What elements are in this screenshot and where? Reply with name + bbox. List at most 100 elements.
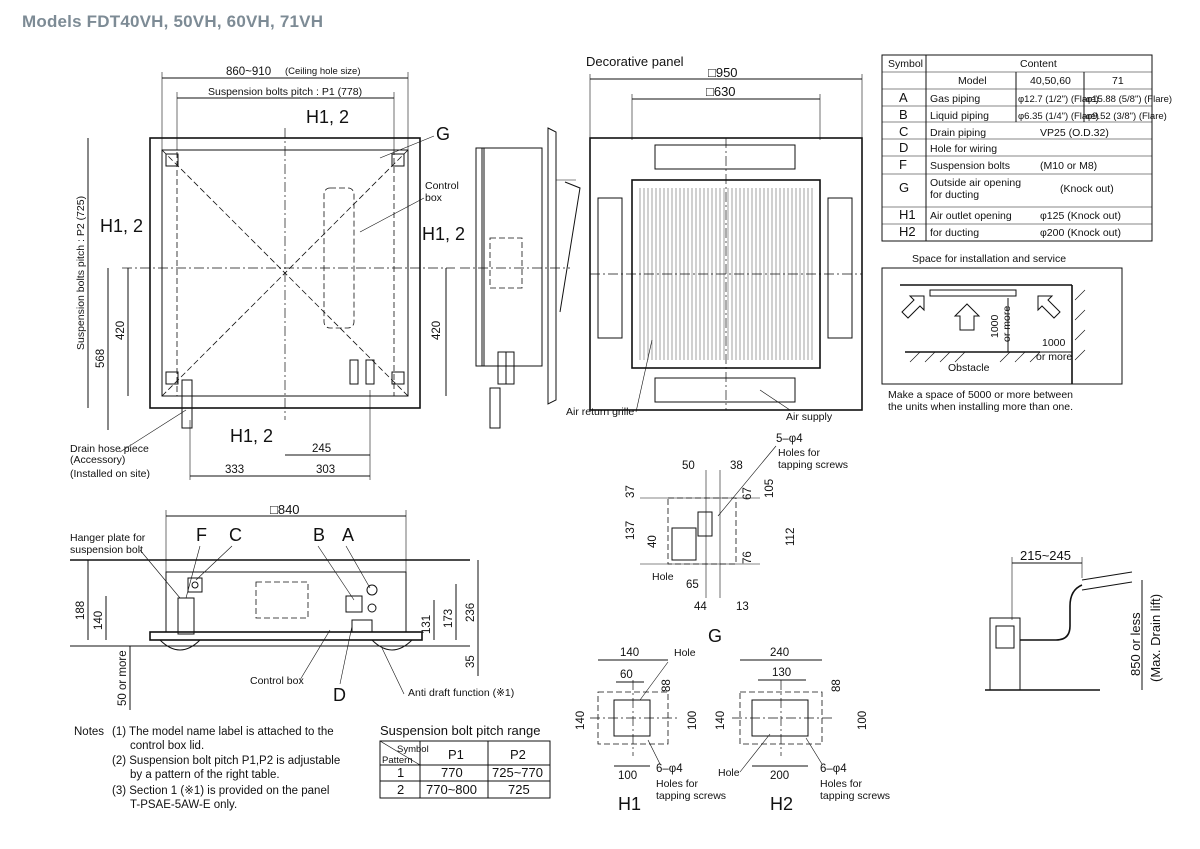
control-box-label: Control box: [250, 675, 304, 687]
table-row-symbol: G: [899, 180, 909, 195]
h1-dim-100v: 100: [687, 711, 699, 730]
h12-left: H1, 2: [100, 216, 143, 236]
dim-630: □630: [706, 84, 736, 99]
table-row-value: VP25 (O.D.32): [1040, 127, 1109, 139]
drain-lift: 215~245 850 or less (Max. Drain lift): [985, 548, 1163, 691]
table-model-label: Model: [958, 75, 987, 87]
side-section-view: [460, 127, 581, 429]
h12-top: H1, 2: [306, 107, 349, 127]
pitch-row-p1: 770: [441, 765, 463, 780]
table-row-label: Gas piping: [930, 93, 980, 105]
drain-hose-line2: (Accessory): [70, 454, 125, 466]
pitch-h-p2: P2: [510, 747, 526, 762]
dim-245: 245: [312, 443, 331, 455]
table-row-value: φ200 (Knock out): [1040, 227, 1121, 239]
dim-173: 173: [443, 609, 455, 628]
hanger-line1: Hanger plate for: [70, 532, 146, 544]
dim-568: 568: [95, 349, 107, 368]
g-holes-line1: 5–φ4: [776, 433, 803, 445]
p2-label: Suspension bolts pitch : P2 (725): [75, 196, 87, 350]
pitch-h-pattern: Pattern: [382, 755, 413, 766]
table-row-value-b: φ9.52 (3/8") (Flare): [1086, 111, 1167, 122]
pitch-row-p2: 725: [508, 782, 530, 797]
h1-detail-label: H1: [618, 794, 641, 814]
h2-dim-200: 200: [770, 770, 789, 782]
h1-dim-100b: 100: [618, 770, 637, 782]
h1-holes-line2: Holes for: [656, 778, 699, 790]
table-header-symbol: Symbol: [888, 58, 923, 70]
hatching: [909, 289, 1086, 363]
table-row-label: Air outlet opening: [930, 210, 1012, 222]
g-dim-112: 112: [785, 528, 797, 546]
control-box-line2: box: [425, 192, 443, 204]
table-row-label: Liquid piping: [930, 110, 989, 122]
h2-holes-line2: Holes for: [820, 778, 863, 790]
table-row-label: for ducting: [930, 189, 979, 201]
service-or-more-b: or more: [1036, 351, 1072, 363]
h12-right: H1, 2: [422, 224, 465, 244]
table-model-a: 40,50,60: [1030, 75, 1071, 87]
h1-holes-line3: tapping screws: [656, 790, 726, 802]
table-row-label: Suspension bolts: [930, 160, 1010, 172]
service-note2: the units when installing more than one.: [888, 401, 1073, 413]
pitch-h-symbol: Symbol: [397, 744, 429, 755]
detail-h2: 240 130 140 88 100 200 Hole 6–φ4 Holes f…: [715, 647, 890, 814]
g-holes-line2: Holes for: [778, 447, 821, 459]
top-view: 860~910 (Ceiling hole size) Suspension b…: [70, 66, 465, 480]
table-row-symbol: D: [899, 140, 908, 155]
h1-dim-140: 140: [620, 647, 639, 659]
h2-hole-label: Hole: [718, 767, 740, 779]
h2-holes-line1: 6–φ4: [820, 763, 847, 775]
table-row-value: (M10 or M8): [1040, 160, 1097, 172]
g-holes-line3: tapping screws: [778, 459, 848, 471]
g-dim-13: 13: [736, 601, 749, 613]
dim-131: 131: [421, 615, 433, 634]
table-row-label: Hole for wiring: [930, 143, 997, 155]
g-dim-65: 65: [686, 579, 699, 591]
g-dim-44: 44: [694, 601, 707, 613]
table-row-symbol: C: [899, 124, 908, 139]
note3b: T-PSAE-5AW-E only.: [130, 799, 237, 811]
h1-dim-88: 88: [661, 679, 673, 692]
table-model-b: 71: [1112, 75, 1124, 87]
pitch-table: Suspension bolt pitch range Symbol Patte…: [379, 723, 551, 799]
drain-hose-line3: (Installed on site): [70, 468, 150, 480]
dim-236: 236: [465, 603, 477, 622]
notes: Notes (1) The model name label is attach…: [74, 726, 340, 811]
service-title: Space for installation and service: [912, 253, 1066, 265]
pitch-row-p2: 725~770: [492, 765, 543, 780]
service-note1: Make a space of 5000 or more between: [888, 389, 1073, 401]
dim-50-or-more: 50 or more: [117, 650, 129, 706]
obstacle-label: Obstacle: [948, 362, 990, 374]
g-dim-105: 105: [764, 479, 776, 498]
ceiling-hole-dim: 860~910: [226, 66, 271, 78]
g-dim-37: 37: [625, 485, 637, 498]
h1-dim-140v: 140: [575, 711, 587, 730]
side-elevation: □840 Hanger plate for suspension bolt F …: [70, 502, 514, 710]
table-row-value: (Knock out): [1060, 183, 1114, 195]
h12-bottom: H1, 2: [230, 426, 273, 446]
h2-dim-88: 88: [831, 679, 843, 692]
service-space: Space for installation and service 1000 …: [881, 253, 1123, 413]
table-row-symbol: A: [899, 90, 908, 105]
g-dim-67: 67: [742, 487, 754, 500]
pitch-h-p1: P1: [448, 747, 464, 762]
table-row-symbol: H2: [899, 224, 916, 239]
label-b: B: [313, 525, 325, 545]
note2a: (2) Suspension bolt pitch P1,P2 is adjus…: [112, 755, 340, 767]
label-a: A: [342, 525, 354, 545]
g-dim-137: 137: [625, 521, 637, 540]
pitch-row-pattern: 1: [397, 765, 404, 780]
table-row-value-b: φ15.88 (5/8") (Flare): [1086, 94, 1172, 105]
pitch-row-p1: 770~800: [426, 782, 477, 797]
label-f: F: [196, 525, 207, 545]
table-row-value-a: φ6.35 (1/4") (Flare): [1018, 111, 1099, 122]
dim-333: 333: [225, 464, 244, 476]
table-row-symbol: B: [899, 107, 908, 122]
g-dim-76: 76: [742, 551, 754, 564]
h2-dim-140v: 140: [715, 711, 727, 730]
g-hole-label: Hole: [652, 571, 674, 583]
h1-dim-60: 60: [620, 669, 633, 681]
g-dim-50: 50: [682, 460, 695, 472]
